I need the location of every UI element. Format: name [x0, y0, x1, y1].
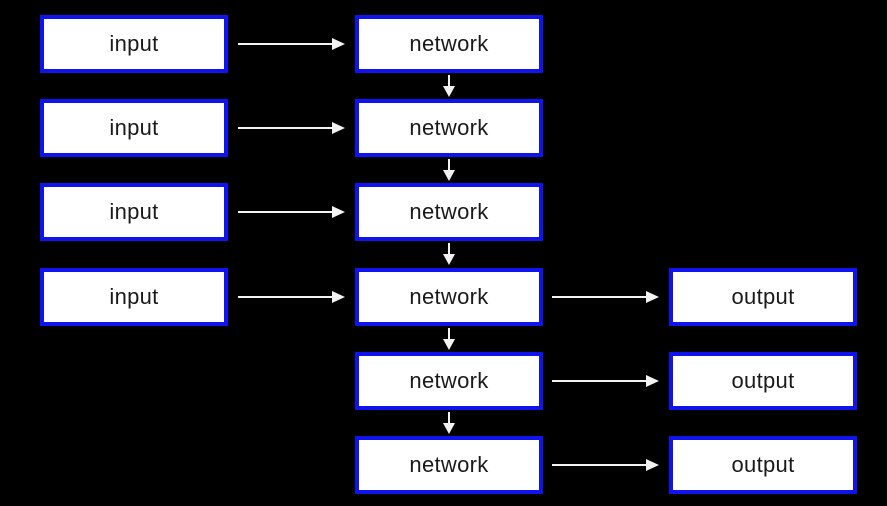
node-label: output	[731, 452, 795, 477]
arrow-right-icon	[552, 290, 659, 304]
node-label: network	[409, 115, 489, 140]
arrow-stem	[552, 296, 648, 298]
arrow-right-icon	[238, 121, 345, 135]
node-output-2[interactable]: output	[669, 352, 857, 410]
arrow-stem	[238, 296, 334, 298]
node-network-2[interactable]: network	[355, 99, 543, 157]
arrow-right-icon	[238, 290, 345, 304]
arrow-down-icon	[442, 412, 456, 434]
node-network-6[interactable]: network	[355, 436, 543, 494]
arrow-head	[443, 254, 455, 265]
arrow-head	[443, 86, 455, 97]
node-label: input	[109, 284, 159, 309]
node-label: output	[731, 284, 795, 309]
arrow-head	[443, 423, 455, 434]
arrow-stem	[448, 159, 450, 172]
node-output-3[interactable]: output	[669, 436, 857, 494]
arrow-head	[646, 375, 659, 387]
arrow-stem	[552, 464, 648, 466]
arrow-head	[332, 206, 345, 218]
arrow-stem	[448, 412, 450, 425]
node-label: output	[731, 368, 795, 393]
arrow-head	[443, 170, 455, 181]
node-output-1[interactable]: output	[669, 268, 857, 326]
arrow-head	[646, 459, 659, 471]
arrow-right-icon	[552, 458, 659, 472]
node-label: input	[109, 115, 159, 140]
node-input-3[interactable]: input	[40, 183, 228, 241]
arrow-head	[332, 122, 345, 134]
arrow-stem	[238, 43, 334, 45]
arrow-down-icon	[442, 328, 456, 350]
node-input-1[interactable]: input	[40, 15, 228, 73]
arrow-stem	[448, 243, 450, 256]
node-network-5[interactable]: network	[355, 352, 543, 410]
node-label: input	[109, 31, 159, 56]
node-label: input	[109, 199, 159, 224]
node-label: network	[409, 368, 489, 393]
arrow-right-icon	[552, 374, 659, 388]
arrow-right-icon	[238, 37, 345, 51]
node-network-3[interactable]: network	[355, 183, 543, 241]
arrow-stem	[448, 75, 450, 88]
node-label: network	[409, 452, 489, 477]
arrow-down-icon	[442, 75, 456, 97]
node-network-4[interactable]: network	[355, 268, 543, 326]
node-label: network	[409, 199, 489, 224]
node-input-2[interactable]: input	[40, 99, 228, 157]
arrow-stem	[238, 127, 334, 129]
arrow-down-icon	[442, 159, 456, 181]
arrow-down-icon	[442, 243, 456, 265]
arrow-head	[332, 38, 345, 50]
arrow-stem	[552, 380, 648, 382]
node-label: network	[409, 31, 489, 56]
arrow-right-icon	[238, 205, 345, 219]
arrow-head	[332, 291, 345, 303]
arrow-stem	[238, 211, 334, 213]
node-input-4[interactable]: input	[40, 268, 228, 326]
node-label: network	[409, 284, 489, 309]
arrow-head	[646, 291, 659, 303]
arrow-stem	[448, 328, 450, 341]
arrow-head	[443, 339, 455, 350]
node-network-1[interactable]: network	[355, 15, 543, 73]
